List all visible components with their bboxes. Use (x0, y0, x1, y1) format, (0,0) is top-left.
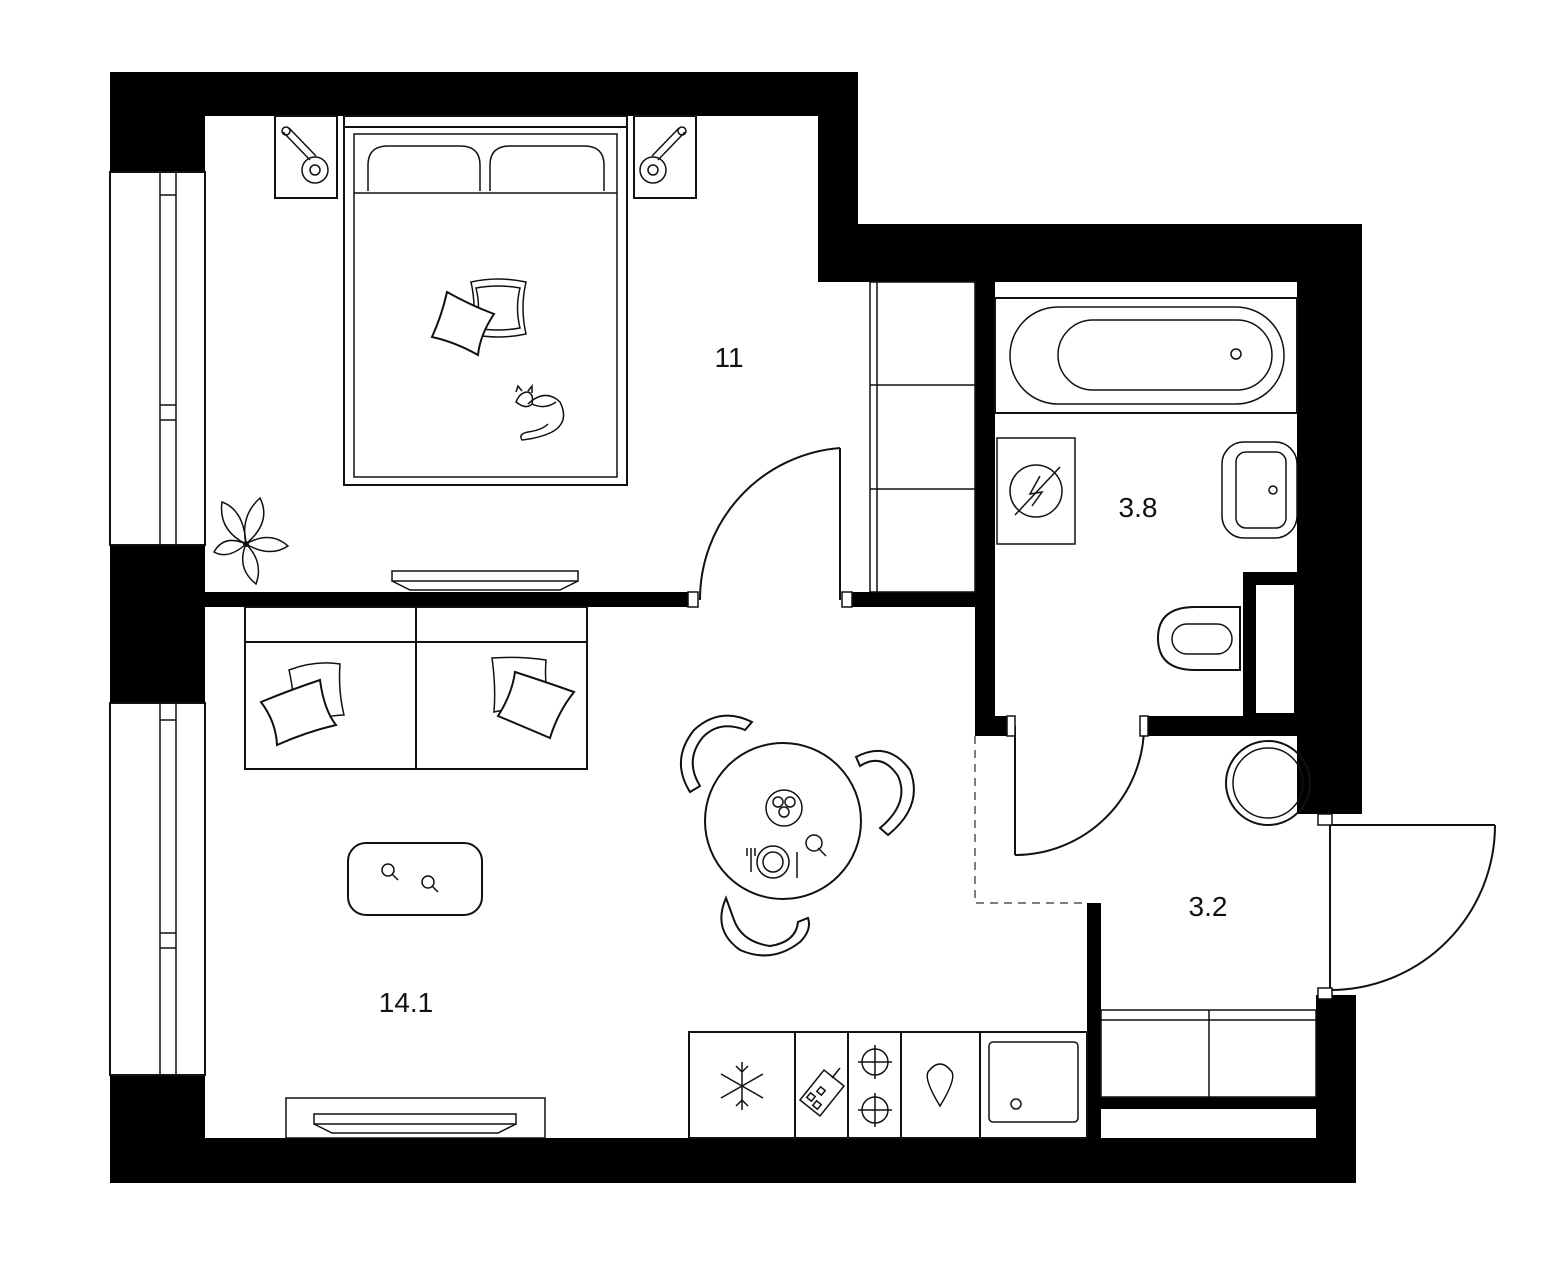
walls (110, 72, 1362, 1183)
water-drop-icon (926, 1063, 954, 1108)
snowflake-icon (720, 1062, 764, 1110)
zone-boundary (974, 736, 1087, 904)
coffee-table (347, 842, 483, 916)
window-lower (109, 702, 206, 1076)
kitchen-counter (688, 1031, 1088, 1139)
hall-wardrobe (1100, 1009, 1317, 1098)
entrance-door (1317, 813, 1496, 1000)
plant-icon (212, 496, 290, 586)
toilet (1156, 606, 1241, 671)
bathroom-door (1006, 715, 1149, 856)
round-pouf (1225, 740, 1311, 826)
nightstand-left (274, 115, 338, 199)
sofa (244, 606, 588, 770)
living-tv (285, 1097, 546, 1139)
cat-icon (515, 383, 565, 441)
bed (343, 115, 628, 486)
hallway-area-label: 3.2 (1188, 891, 1228, 922)
bedroom-area-label: 11 (714, 342, 744, 373)
wardrobe (869, 281, 976, 593)
burner-icon (858, 1045, 892, 1127)
cutting-board-icon (798, 1067, 846, 1118)
bathroom-area-label: 3.8 (1118, 492, 1158, 523)
window-upper (109, 171, 206, 546)
washing-machine-icon (996, 437, 1076, 545)
kitchen-sink (988, 1041, 1079, 1123)
sink (1221, 441, 1298, 539)
living-area-label: 14.1 (378, 987, 434, 1018)
bathtub (994, 297, 1298, 414)
bedroom-door (687, 447, 853, 608)
nightstand-right (633, 115, 697, 199)
dining-set (679, 714, 915, 957)
bedroom-tv (391, 570, 579, 591)
